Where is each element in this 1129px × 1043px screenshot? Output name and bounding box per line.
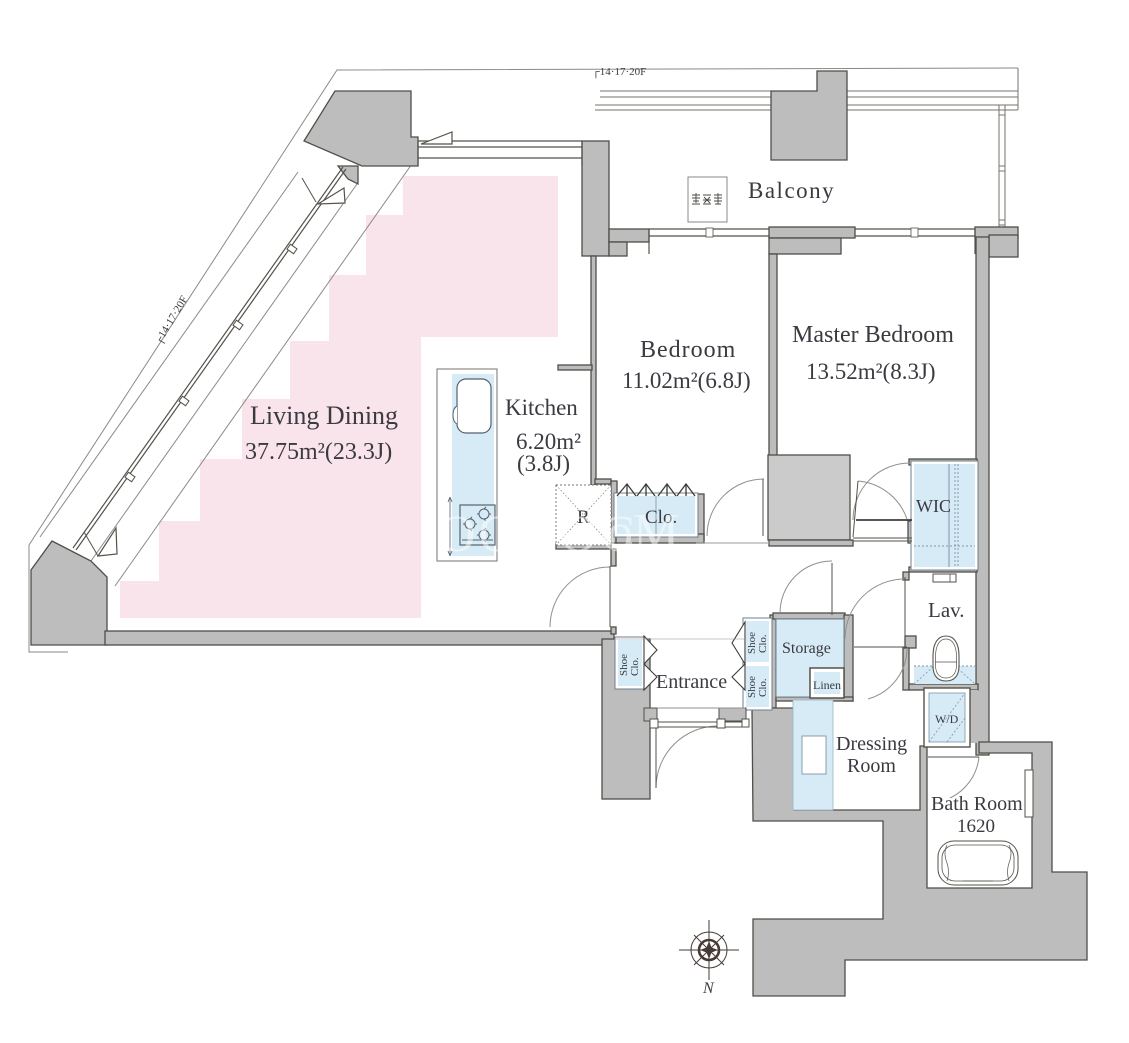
svg-text:W/D: W/D (935, 712, 959, 726)
svg-text:Clo.: Clo. (645, 507, 677, 528)
svg-text:11.02m²(6.8J): 11.02m²(6.8J) (622, 368, 751, 393)
svg-text:WIC: WIC (916, 496, 951, 516)
svg-text:Balcony: Balcony (748, 178, 835, 203)
svg-text:Shoe: Shoe (746, 676, 758, 698)
svg-text:6.20m²: 6.20m² (516, 429, 581, 454)
svg-text:13.52m²(8.3J): 13.52m²(8.3J) (806, 359, 936, 384)
svg-text:R: R (577, 507, 590, 528)
svg-text:N: N (702, 980, 715, 997)
svg-text:Clo.: Clo. (629, 657, 641, 676)
svg-text:Shoe: Shoe (746, 632, 758, 654)
svg-text:Entrance: Entrance (656, 671, 727, 693)
svg-text:Shoe: Shoe (618, 654, 630, 676)
svg-text:Master Bedroom: Master Bedroom (792, 322, 954, 348)
svg-text:Dressing: Dressing (836, 733, 907, 755)
svg-text:Lav.: Lav. (928, 598, 965, 622)
svg-text:Bath Room: Bath Room (931, 793, 1023, 815)
svg-text:Room: Room (847, 755, 896, 777)
svg-text:oM: oM (607, 504, 679, 561)
svg-text:Living Dining: Living Dining (250, 401, 398, 430)
svg-text:┌14·17·20F: ┌14·17·20F (592, 66, 646, 79)
svg-text:Linen: Linen (813, 678, 841, 692)
svg-text:Kitchen: Kitchen (505, 395, 578, 420)
svg-text:Storage: Storage (782, 640, 831, 657)
svg-text:Bedroom: Bedroom (640, 337, 736, 363)
svg-text:Clo.: Clo. (757, 634, 769, 653)
svg-text:(3.8J): (3.8J) (517, 451, 570, 476)
svg-text:OODOC: OODOC (438, 506, 638, 563)
svg-text:Clo.: Clo. (757, 678, 769, 697)
svg-text:1620: 1620 (957, 816, 995, 837)
svg-text:37.75m²(23.3J): 37.75m²(23.3J) (245, 439, 392, 465)
